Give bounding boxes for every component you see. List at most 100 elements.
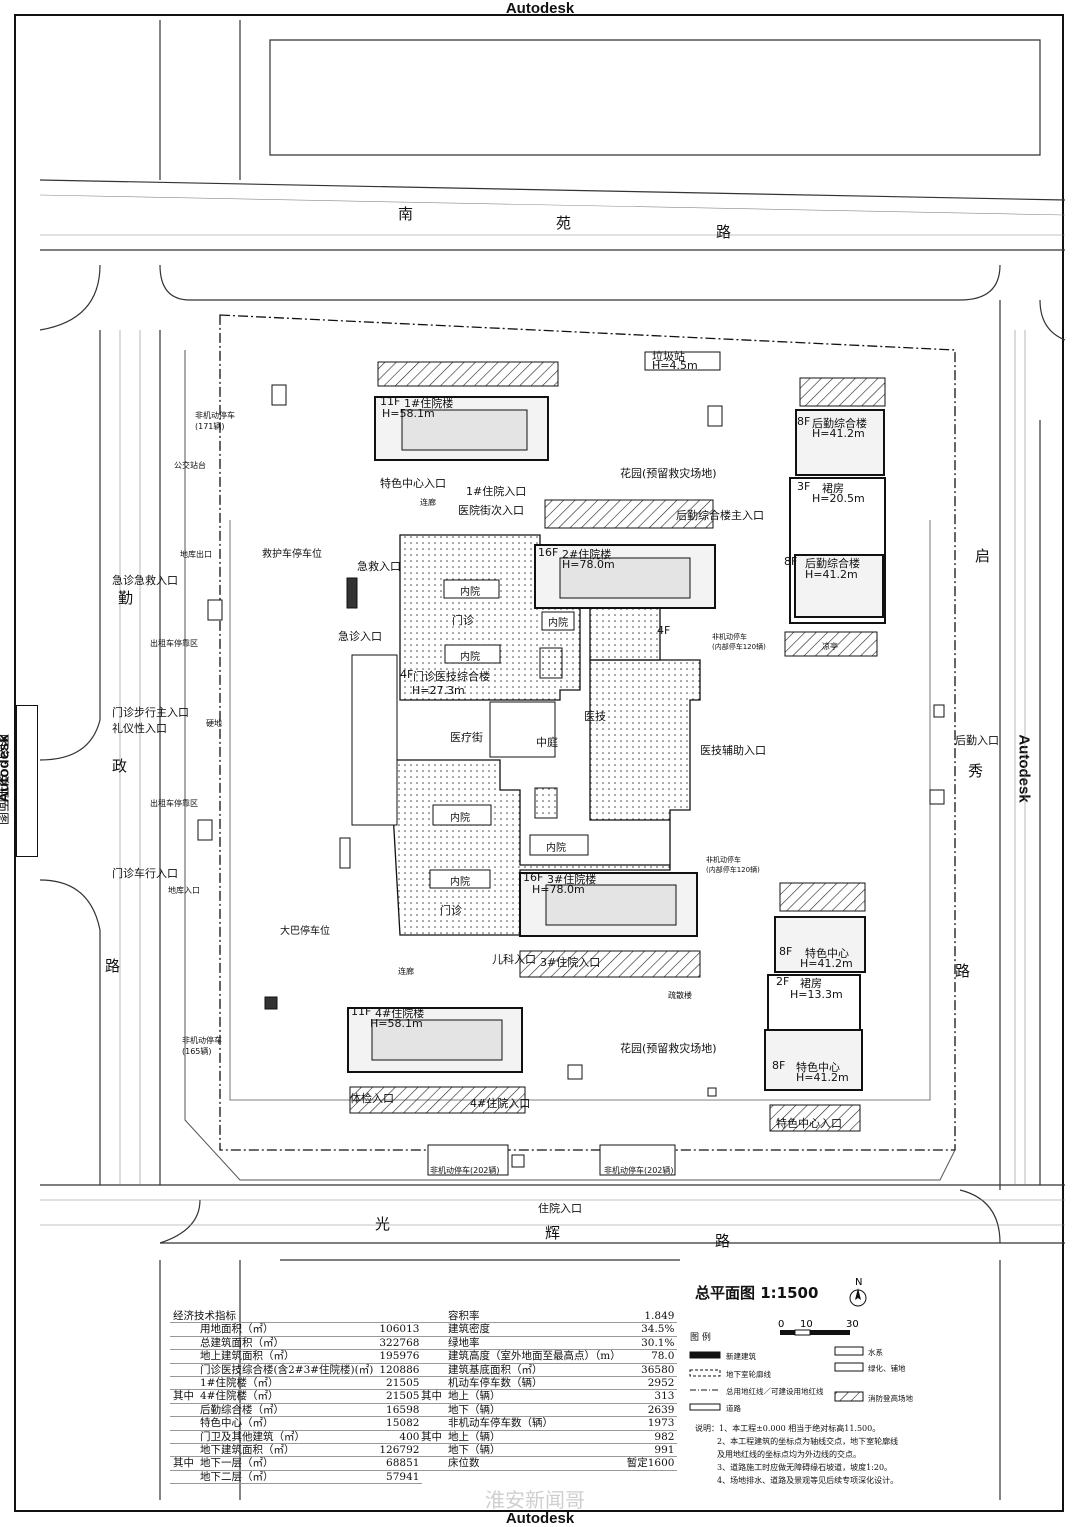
legend-road: 道路 — [726, 1404, 741, 1413]
table-row: 建筑高度（室外地面至最高点）（m）78.0 — [418, 1349, 678, 1364]
special-center-entry: 特色中心入口 — [776, 1117, 842, 1130]
podium-1-floors: 3F — [797, 480, 811, 493]
courtyard-1: 内院 — [460, 587, 480, 598]
scale-tick-0: 0 — [778, 1319, 784, 1330]
tech-table-left-header: 经济技术指标 — [170, 1310, 423, 1324]
road-east-3: 路 — [955, 962, 971, 980]
table-row: 其中地上（辆）313 — [418, 1389, 678, 1404]
road-north-1: 南 — [398, 205, 414, 223]
outpatient-car-entry: 门诊车行入口 — [112, 867, 178, 880]
exam-entry: 体检入口 — [350, 1092, 394, 1105]
bike-parking-east-1: 非机动停车 (内部停车120辆) — [712, 633, 766, 651]
legend-greenery: 绿化、铺地 — [868, 1364, 906, 1373]
road-east-1: 启 — [975, 547, 991, 565]
north-label: N — [855, 1277, 862, 1288]
drawing-frame — [14, 14, 1064, 1512]
building-3-name: 3#住院楼 — [547, 873, 597, 886]
bus-parking: 大巴停车位 — [280, 926, 330, 937]
building-1-name: 1#住院楼 — [404, 397, 454, 410]
outpatient-complex-name: 门诊医技综合楼 — [413, 670, 490, 683]
hard-surface: 硬地 — [206, 719, 222, 728]
outpatient-main-entry: 门诊步行主入口 礼仪性入口 — [112, 706, 189, 735]
bike-parking-south-1: 非机动停车(202辆) — [430, 1166, 500, 1175]
legend-swatches — [689, 1346, 864, 1411]
road-west-1: 勤 — [118, 589, 134, 607]
table-row: 用地面积（㎡）106013 — [170, 1322, 423, 1337]
garden-north: 花园(预留救灾场地) — [620, 467, 717, 480]
logistics-2-floors: 8F — [784, 555, 798, 568]
table-row: 其中地下一层（㎡）68851 — [170, 1456, 423, 1471]
special-1-height: H=41.2m — [800, 957, 853, 970]
building-2-name: 2#住院楼 — [562, 548, 612, 561]
building-2-floors: 16F — [538, 546, 559, 559]
outpatient-north: 门诊 — [452, 614, 474, 627]
table-row: 地下（辆）2639 — [418, 1403, 678, 1418]
pediatrics-entry: 儿科入口 — [492, 953, 536, 966]
legend-water: 水系 — [868, 1348, 883, 1357]
road-north-2: 苑 — [556, 214, 572, 232]
table-row: 特色中心（㎡）15082 — [170, 1416, 423, 1431]
note-line: 3、道路施工时应做无障碍缘石坡道，坡度1:20。 — [717, 1463, 893, 1472]
garbage-station: 垃圾站 — [652, 350, 685, 363]
bike-parking-west: 非机动停车 (165辆) — [182, 1036, 222, 1056]
atrium: 中庭 — [536, 736, 558, 749]
taxi-stop-2: 出租车停靠区 — [150, 799, 198, 808]
table-row: 门诊医技综合楼(含2#3#住院楼)(㎡)120886 — [170, 1363, 423, 1378]
courtyard-5: 内院 — [450, 877, 470, 888]
medtech-floors: 4F — [657, 624, 671, 637]
road-west-3: 路 — [105, 957, 121, 975]
medtech: 医技 — [584, 710, 606, 723]
podium-1-height: H=20.5m — [812, 492, 865, 505]
plan-scale-title: 总平面图 1:1500 — [695, 1284, 819, 1302]
scale-bar — [780, 1329, 850, 1336]
inpatient-4-entry: 4#住院入口 — [470, 1097, 531, 1110]
site-road-outline — [184, 350, 956, 1181]
pavilion: 凉亭 — [822, 642, 838, 651]
courtyard-2: 内院 — [460, 652, 480, 663]
watermark-top: Autodesk — [505, 0, 575, 17]
table-row: 床位数暂定1600 — [418, 1456, 678, 1471]
road-west-2: 政 — [112, 757, 128, 775]
podium-2-height: H=13.3m — [790, 988, 843, 1001]
road-north-3: 路 — [716, 223, 732, 241]
bike-parking-south-2: 非机动停车(202辆) — [604, 1166, 674, 1175]
podium-2-floors: 2F — [776, 975, 790, 988]
tech-table-left: 经济技术指标 用地面积（㎡）106013 总建筑面积（㎡）322768 地上建筑… — [170, 1310, 423, 1485]
courtyard-6: 内院 — [548, 618, 568, 629]
notes: 说明：1、本工程±0.000 相当于绝对标高11.500。 2、本工程建筑的坐标… — [695, 1422, 945, 1487]
garden-south: 花园(预留救灾场地) — [620, 1042, 717, 1055]
special-center-north: 特色中心入口 — [380, 477, 446, 490]
podium-1-name: 裙房 — [822, 482, 844, 495]
table-row: 地下建筑面积（㎡）126792 — [170, 1443, 423, 1458]
table-row: 门卫及其他建筑（㎡）400 — [170, 1430, 423, 1445]
north-arrow — [849, 1288, 867, 1307]
table-row: 其中地上（辆）982 — [418, 1430, 678, 1445]
bike-parking-northwest: 非机动停车 (171辆) — [195, 411, 235, 431]
road-south-3: 路 — [715, 1232, 731, 1250]
table-row: 机动车停车数（辆）2952 — [418, 1376, 678, 1391]
medtech-aux-entry: 医技辅助入口 — [700, 744, 766, 757]
legend-basement-outline: 地下室轮廓线 — [726, 1370, 771, 1379]
rear-entry: 后勤入口 — [955, 734, 999, 747]
link-south: 连廊 — [398, 967, 414, 976]
urgent-entry: 急救入口 — [357, 560, 401, 573]
building-3-floors: 16F — [523, 871, 544, 884]
logistics-1-height: H=41.2m — [812, 427, 865, 440]
building-4-height: H=58.1m — [370, 1017, 423, 1030]
table-row: 地上建筑面积（㎡）195976 — [170, 1349, 423, 1364]
hospital-street-entry: 医院街次入口 — [458, 504, 524, 517]
special-2-name: 特色中心 — [796, 1061, 840, 1074]
building-1-floors: 11F — [380, 395, 401, 408]
note-line: 说明：1、本工程±0.000 相当于绝对标高11.500。 — [695, 1424, 881, 1433]
legend-red-line: 总用地红线／可建设用地红线 — [726, 1387, 824, 1396]
logistics-2-height: H=41.2m — [805, 568, 858, 581]
table-row: 地下二层（㎡）57941 — [170, 1470, 423, 1485]
legend-fire-access: 消防登高场地 — [868, 1394, 913, 1403]
special-1-floors: 8F — [779, 945, 793, 958]
note-line: 及用地红线的坐标点均为外边线的交点。 — [717, 1450, 861, 1459]
building-4-name: 4#住院楼 — [375, 1007, 425, 1020]
